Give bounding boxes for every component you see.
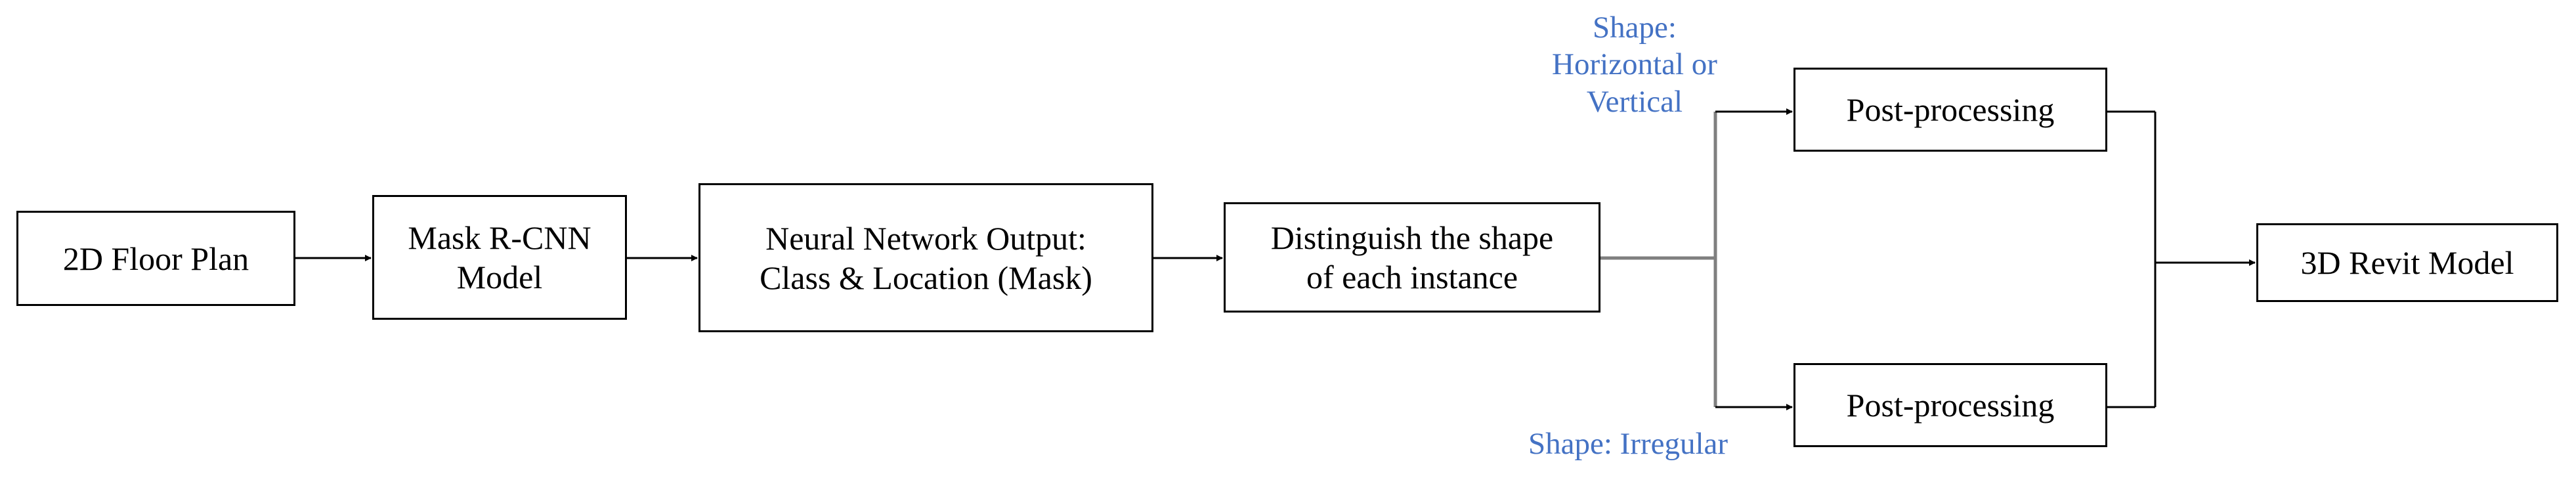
node-mask-rcnn-model: Mask R-CNN Model [372,195,627,320]
annotation-line: Shape: Irregular [1528,427,1728,461]
node-label-line: of each instance [1306,259,1518,295]
node-label-line: Model [456,259,543,295]
node-label-line: Post-processing [1846,91,2055,128]
node-label-line: Neural Network Output: [765,219,1086,257]
annotation-line: Shape: [1593,11,1677,45]
node-neural-network-output: Neural Network Output: Class & Location … [698,183,1153,332]
node-label-line: 3D Revit Model [2300,244,2514,281]
node-label-line: 2D Floor Plan [62,240,249,277]
annotation-shape-irregular: Shape: Irregular [1470,425,1786,462]
node-2d-floor-plan: 2D Floor Plan [16,211,295,306]
node-post-processing-top: Post-processing [1793,68,2107,152]
node-label-line: Class & Location (Mask) [760,259,1092,296]
node-distinguish-shape: Distinguish the shape of each instance [1224,202,1600,313]
node-post-processing-bottom: Post-processing [1793,363,2107,447]
node-label-line: Distinguish the shape [1270,219,1554,256]
node-3d-revit-model: 3D Revit Model [2256,223,2558,302]
annotation-line: Horizontal or [1552,47,1717,82]
annotation-line: Vertical [1586,84,1683,119]
node-label-line: Post-processing [1846,387,2055,424]
node-label-line: Mask R-CNN [408,219,591,256]
annotation-shape-horizontal-vertical: Shape: Horizontal or Vertical [1484,9,1786,120]
